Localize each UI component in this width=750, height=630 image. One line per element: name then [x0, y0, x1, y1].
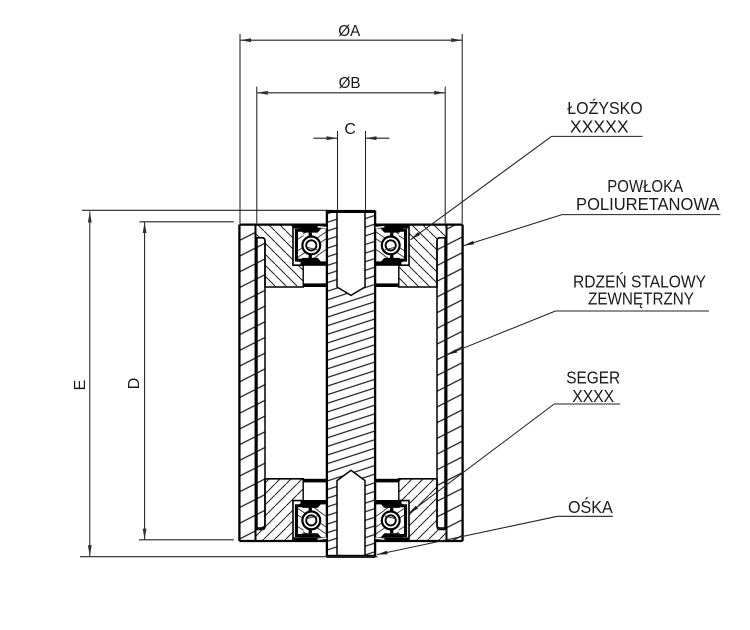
- svg-text:POLIURETANOWA: POLIURETANOWA: [576, 194, 720, 214]
- svg-text:D: D: [126, 378, 143, 390]
- svg-text:E: E: [72, 380, 89, 391]
- svg-text:XXXXX: XXXXX: [570, 117, 629, 137]
- svg-text:ØA: ØA: [338, 23, 360, 40]
- svg-text:POWŁOKA: POWŁOKA: [607, 176, 683, 196]
- svg-text:C: C: [344, 121, 356, 138]
- svg-text:XXXX: XXXX: [572, 386, 614, 406]
- svg-text:ŁOŹYSKO: ŁOŹYSKO: [567, 98, 642, 118]
- svg-text:OŚKA: OŚKA: [568, 497, 613, 517]
- svg-text:ZEWNĘTRZNY: ZEWNĘTRZNY: [588, 288, 694, 308]
- svg-text:ØB: ØB: [339, 75, 361, 92]
- svg-text:RDZEŃ STALOWY: RDZEŃ STALOWY: [573, 272, 706, 292]
- svg-text:SEGER: SEGER: [566, 368, 620, 388]
